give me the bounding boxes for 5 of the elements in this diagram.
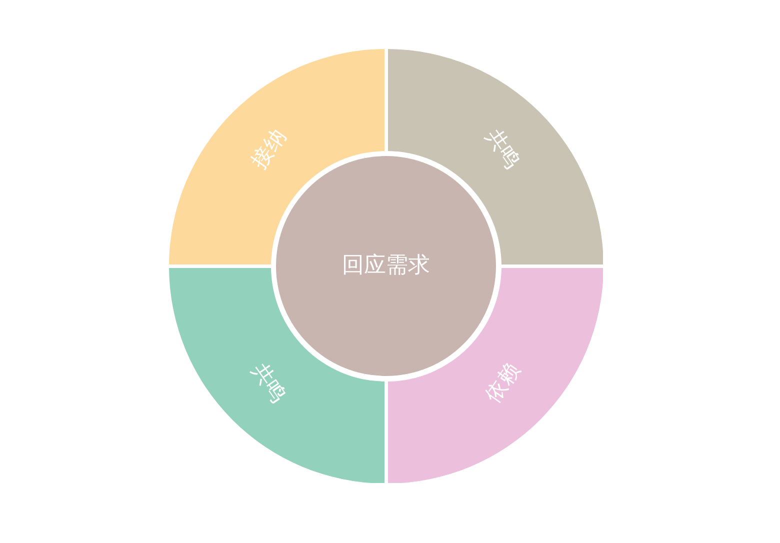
segment-label: 依赖 [482,359,524,407]
segment-label: 共鸣 [482,125,524,173]
center-label: 回应需求 [342,252,430,280]
segment-label: 共鸣 [248,359,290,407]
segment-label: 接纳 [248,125,290,173]
